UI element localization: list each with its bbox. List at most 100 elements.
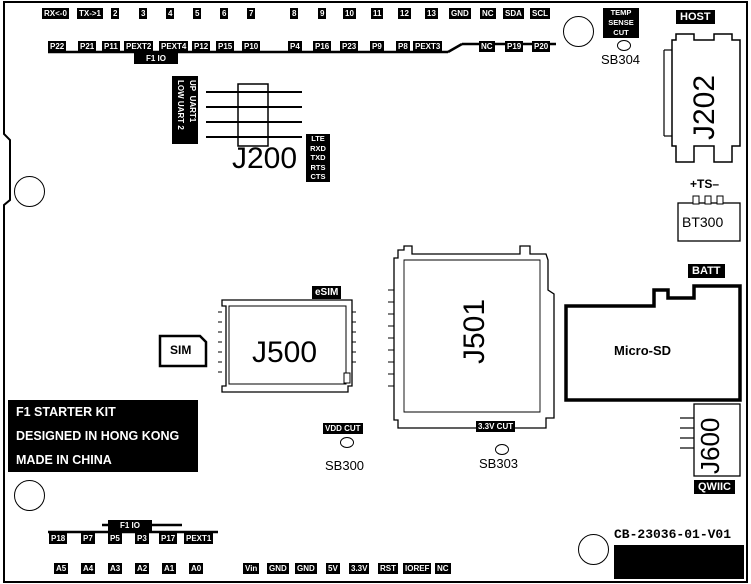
board-edge	[3, 1, 748, 583]
pin-label-p21: P21	[78, 41, 97, 52]
top-pin-12: 12	[398, 8, 411, 19]
pin-label-p5: P5	[108, 533, 122, 544]
f1-io-bottom-label: F1 IO	[108, 520, 152, 531]
top-pin-4: 4	[166, 8, 175, 19]
top-pin-11: 11	[371, 8, 384, 19]
mounting-hole-top-middle	[563, 16, 594, 47]
bottom-pin-rst: RST	[378, 563, 398, 574]
sb300-pad	[340, 437, 354, 448]
top-pin-nc: NC	[480, 8, 496, 19]
sb304-pad	[617, 40, 631, 51]
sim-icon-outline	[158, 334, 208, 368]
bottom-pin-a5: A5	[54, 563, 69, 574]
sb300-label: SB300	[325, 458, 365, 473]
info-line-designed: DESIGNED IN HONG KONG	[16, 429, 180, 443]
top-pin-rx: RX<-0	[42, 8, 69, 19]
lte-pin-labels: LTE RXD TXD RTS CTS	[306, 134, 330, 182]
micro-sd-label: Micro-SD	[614, 343, 672, 358]
pin-label-p8: P8	[396, 41, 410, 52]
mounting-hole-bottom-right	[578, 534, 609, 565]
j600-label: J600	[695, 417, 725, 474]
pin-label-p17: P17	[159, 533, 178, 544]
top-pin-sda: SDA	[503, 8, 524, 19]
top-pin-6: 6	[220, 8, 229, 19]
j500-label: J500	[252, 336, 318, 369]
pin-label-p16: P16	[313, 41, 332, 52]
pin-label-p23: P23	[340, 41, 359, 52]
f1-io-top-label: F1 IO	[134, 53, 178, 64]
bottom-pin-a4: A4	[81, 563, 96, 574]
j501-microsd-connector	[388, 245, 555, 429]
j200-label: J200	[232, 142, 298, 175]
j202-label: J202	[688, 74, 721, 140]
top-pin-scl: SCL	[530, 8, 550, 19]
pin-label-p3: P3	[135, 533, 149, 544]
top-pin-10: 10	[343, 8, 356, 19]
top-pin-gnd: GND	[449, 8, 471, 19]
bottom-pin-vin: Vin	[243, 563, 260, 574]
sb303-pad	[495, 444, 509, 455]
pin-label-nc-right: NC	[479, 41, 495, 52]
bottom-pin-a3: A3	[108, 563, 123, 574]
temp-sense-cut-label: TEMP SENSE CUT	[603, 8, 639, 38]
pin-label-pext4: PEXT4	[159, 41, 189, 52]
info-line-kit: F1 STARTER KIT	[16, 405, 116, 419]
info-line-made: MADE IN CHINA	[16, 453, 112, 467]
bt300-label: BT300	[682, 214, 724, 230]
bottom-pin-a1: A1	[162, 563, 177, 574]
ts-polarity-label: +TS–	[690, 177, 720, 191]
bottom-pin-3v3: 3.3V	[349, 563, 370, 574]
pin-label-p11: P11	[102, 41, 120, 52]
bottom-pin-5v: 5V	[326, 563, 340, 574]
cut-33v-label: 3.3V CUT	[476, 421, 516, 432]
esim-label: eSIM	[312, 286, 342, 299]
top-pin-13: 13	[425, 8, 438, 19]
batt-label: BATT	[688, 264, 725, 278]
mounting-hole-left-lower	[14, 480, 45, 511]
top-pin-9: 9	[318, 8, 327, 19]
top-pin-5: 5	[193, 8, 202, 19]
top-pin-tx: TX->1	[77, 8, 104, 19]
qwiic-label: QWIIC	[694, 480, 735, 494]
pin-label-p15: P15	[216, 41, 235, 52]
pin-label-p22: P22	[48, 41, 67, 52]
j500-sim-holder	[218, 299, 356, 393]
bottom-pin-ioref: IOREF	[403, 563, 432, 574]
top-pin-7: 7	[247, 8, 256, 19]
bottom-pin-gnd-2: GND	[295, 563, 317, 574]
top-pin-2: 2	[111, 8, 120, 19]
top-pin-3: 3	[139, 8, 148, 19]
microsd-card-outline	[564, 284, 742, 402]
bottom-pin-a2: A2	[135, 563, 150, 574]
board-info-box: F1 STARTER KIT DESIGNED IN HONG KONG MAD…	[8, 400, 198, 472]
pin-label-p18: P18	[49, 533, 68, 544]
sb303-label: SB303	[479, 456, 519, 471]
bottom-pin-gnd-1: GND	[267, 563, 289, 574]
vdd-cut-label: VDD CUT	[323, 423, 363, 434]
sb304-label: SB304	[601, 52, 641, 67]
pin-label-pext2: PEXT2	[124, 41, 154, 52]
pin-label-p12: P12	[192, 41, 211, 52]
uart-select-label: UP UART1 LOW UART 2	[172, 76, 198, 144]
pin-label-pext1: PEXT1	[184, 533, 214, 544]
serial-label-block	[614, 545, 744, 579]
j200-header	[206, 83, 302, 147]
part-number-label: CB-23036-01-V01	[614, 527, 732, 542]
sim-icon-label: SIM	[170, 343, 192, 357]
pin-label-pext3: PEXT3	[413, 41, 443, 52]
j600-qwiic-connector	[680, 403, 741, 477]
host-label: HOST	[676, 10, 715, 24]
pin-label-p7: P7	[81, 533, 95, 544]
bottom-pin-nc: NC	[435, 563, 451, 574]
j202-connector	[663, 33, 741, 163]
pin-label-p20: P20	[532, 41, 551, 52]
pin-label-p9: P9	[370, 41, 384, 52]
pin-label-p10: P10	[242, 41, 261, 52]
bottom-pin-a0: A0	[189, 563, 204, 574]
pin-label-p19: P19	[505, 41, 524, 52]
top-pin-8: 8	[290, 8, 299, 19]
j501-label: J501	[458, 298, 491, 364]
bt300-connector	[677, 195, 741, 242]
